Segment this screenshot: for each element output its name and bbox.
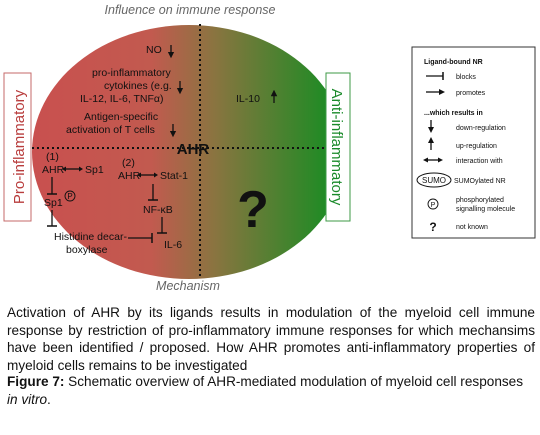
legend-interaction-label: interaction with (456, 158, 503, 165)
ahr-center-label: AHR (177, 141, 210, 158)
legend-unknown-label: not known (456, 224, 488, 231)
pathway-1-label: (1) (46, 151, 59, 163)
legend-interaction-right (438, 157, 443, 163)
stat1-text: Stat-1 (160, 170, 188, 182)
legend-up-label: up-regulation (456, 143, 497, 150)
legend-sumo-symbol: SUMO (422, 176, 446, 185)
figure-caption: Figure 7: Schematic overview of AHR-medi… (7, 373, 535, 408)
legend-phospho-circle (427, 198, 439, 210)
il10-text: IL-10 (236, 93, 260, 105)
legend-title: Ligand-bound NR (424, 59, 483, 66)
figure-label: Figure 7: (7, 374, 65, 389)
antigen-line1: Antigen-specific (84, 111, 158, 123)
legend-interaction-left (423, 157, 428, 163)
anti-inflammatory-box (325, 72, 351, 222)
figure-end: . (47, 391, 51, 407)
ahr-stat1-arrowhead-right (154, 172, 158, 178)
top-label: Influence on immune response (105, 3, 276, 17)
sp1p-text: Sp1 (44, 197, 63, 209)
legend-down-arrowhead (428, 127, 434, 133)
antigen-line2: activation of T cells (66, 124, 155, 136)
sp1-phospho-p: P (67, 192, 72, 201)
ahr-sp1-arrowhead-right (79, 166, 83, 172)
legend-down-label: down-regulation (456, 125, 506, 132)
pathway-2-label: (2) (122, 157, 135, 169)
anti-inflammatory-label: Anti-inflammatory (328, 89, 345, 206)
sp1-phospho-circle (64, 190, 76, 202)
figure-text: Schematic overview of AHR-mediated modul… (64, 374, 524, 389)
figure-italic: in vitro (7, 391, 48, 407)
caption-body: Activation of AHR by its ligands results… (7, 305, 535, 373)
legend-unknown-symbol: ? (429, 220, 436, 234)
ahr-stat1-arrowhead-left (137, 172, 141, 178)
pro-inflammatory-box (3, 72, 32, 222)
ahr-2-text: AHR (118, 170, 141, 182)
ahr-diagram: Influence on immune response Mechanism P… (3, 3, 536, 293)
nfkb-text: NF-κB (143, 204, 173, 216)
ahr-sp1-arrowhead-left (62, 166, 66, 172)
pro-inflammatory-label: Pro-inflammatory (11, 89, 28, 204)
legend-promotes-label: promotes (456, 90, 486, 97)
histidine-line2: boxylase (66, 244, 108, 256)
legend-up-arrowhead (428, 137, 434, 143)
sp1-text: Sp1 (85, 164, 104, 176)
no-text: NO (146, 44, 162, 56)
unknown-question-mark: ? (237, 181, 269, 239)
legend-phospho-symbol: P (431, 202, 436, 209)
cytokines-line1: pro-inflammatory (92, 67, 172, 79)
cytokines-line3: IL-12, IL-6, TNFα) (80, 93, 163, 105)
legend-blocks-label: blocks (456, 74, 476, 81)
legend-sumo-label: SUMOylated NR (454, 178, 506, 185)
il6-text: IL-6 (164, 239, 182, 251)
legend-phospho-line1: phosphorylated (456, 197, 504, 204)
legend-results-in: ...which results in (424, 110, 483, 117)
cytokines-line2: cytokines (e.g. (104, 80, 172, 92)
legend-sumo-ellipse (416, 172, 452, 188)
bottom-label: Mechanism (156, 279, 220, 293)
legend-phospho-line2: signalling molecule (456, 206, 515, 213)
legend-promotes-arrowhead (439, 89, 445, 95)
histidine-line1: Histidine decar- (54, 231, 127, 243)
ahr-1-text: AHR (42, 164, 65, 176)
immune-response-oval (32, 25, 346, 279)
legend: Ligand-bound NR blocks promotes ...which… (411, 46, 536, 239)
